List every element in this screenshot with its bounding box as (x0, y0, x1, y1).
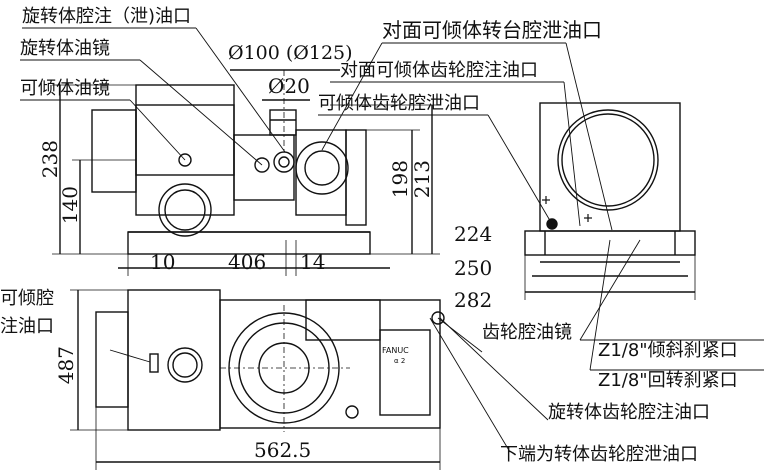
top-gear-fill (345, 405, 359, 419)
callout-rotary-clamp-port: Z1/8"回转刹紧口 (598, 370, 738, 391)
leader-tilt-clamp (579, 239, 641, 341)
dim-198: 198 (388, 160, 412, 199)
gear-housing (233, 134, 295, 201)
front-motor-housing (91, 109, 137, 193)
motor-model: α 2 (394, 357, 405, 365)
side-housing (539, 102, 681, 232)
top-gear-gauge (431, 311, 445, 325)
side-base-plate (524, 230, 696, 256)
callout-rotary-body-fill: 旋转体腔注（泄)油口 (22, 6, 192, 27)
callout-tilting-body-gauge: 可倾体油镜 (20, 78, 110, 99)
dim-224: 224 (454, 222, 493, 246)
rotary-body-inner (135, 104, 235, 176)
dim-282: 282 (454, 288, 493, 312)
callout-tilting-cavity-fill-1: 可倾腔 (0, 288, 54, 309)
top-rotary-shaft (167, 347, 203, 383)
leader-tilt-gauge (129, 99, 186, 161)
top-view (70, 289, 445, 470)
plus-marks (542, 196, 592, 222)
callout-lower-rotary-gear-drain: 下端为转体齿轮腔泄油口 (500, 444, 698, 465)
leader-lower-drain (429, 317, 511, 453)
callout-opposite-gear-fill: 对面可倾体齿轮腔注油口 (340, 60, 538, 81)
dim-dia-100-125: Ø100 (Ø125) (228, 42, 353, 64)
callout-tilting-cavity-fill-2: 注油口 (0, 316, 54, 337)
leader-rotary-gear-fill (439, 317, 549, 421)
fill-port-main-inner (278, 156, 290, 168)
leader-gear-gauge (437, 317, 483, 353)
callout-tilting-gear-drain: 可倾体齿轮腔泄油口 (318, 93, 480, 114)
leader-gear-drain-side (487, 114, 553, 225)
dim-140: 140 (58, 186, 82, 225)
tilting-disk (158, 183, 212, 237)
top-motor (95, 311, 129, 408)
leader-turntable (321, 42, 383, 151)
top-gear-box (305, 299, 381, 341)
dim-dia-20: Ø20 (268, 74, 310, 98)
dim-10: 10 (150, 250, 176, 274)
leader-tilt-cavity-fill (109, 349, 151, 363)
side-disk-inner (561, 113, 655, 207)
dim-238: 238 (38, 140, 62, 179)
leader-gear-fill-side (563, 81, 581, 227)
callout-rotary-body-gauge: 旋转体油镜 (20, 38, 110, 59)
tilting-disk-inner (164, 189, 206, 231)
dim-487: 487 (54, 346, 78, 385)
dim-14: 14 (300, 250, 326, 274)
leader-rot-clamp (589, 239, 611, 371)
side-view (524, 102, 696, 300)
fill-port-main (273, 151, 295, 173)
leader-rotary-gauge (139, 59, 263, 166)
top-bearing-cap (269, 109, 297, 136)
side-disk-outer (557, 109, 659, 211)
leader-rotary-fill (195, 27, 286, 153)
turntable-inner (304, 150, 340, 186)
motor-brand: FANUC (382, 346, 409, 355)
turntable-face (295, 141, 349, 195)
dim-562-5: 562.5 (254, 438, 312, 462)
dim-406: 406 (228, 250, 267, 274)
right-pillar (345, 129, 367, 226)
top-turntable-housing (219, 299, 441, 429)
dim-250: 250 (454, 256, 493, 280)
dim-213: 213 (410, 160, 434, 199)
callout-rotary-gear-fill: 旋转体齿轮腔注油口 (548, 402, 710, 423)
top-rotary-shaft-inner (172, 352, 198, 378)
callout-gear-cavity-gauge: 齿轮腔油镜 (482, 322, 572, 343)
top-fill-port (149, 353, 159, 373)
callout-tilt-clamp-port: Z1/8"倾斜刹紧口 (598, 340, 738, 361)
leader-lines (20, 27, 764, 453)
top-servo-motor (379, 329, 431, 416)
rotary-oil-gauge-mark (178, 153, 192, 167)
leader-turntable-side (565, 42, 613, 231)
callout-opposite-turntable-drain: 对面可倾体转台腔泄油口 (382, 18, 602, 42)
fill-port-left (254, 157, 270, 173)
front-view (52, 69, 440, 276)
